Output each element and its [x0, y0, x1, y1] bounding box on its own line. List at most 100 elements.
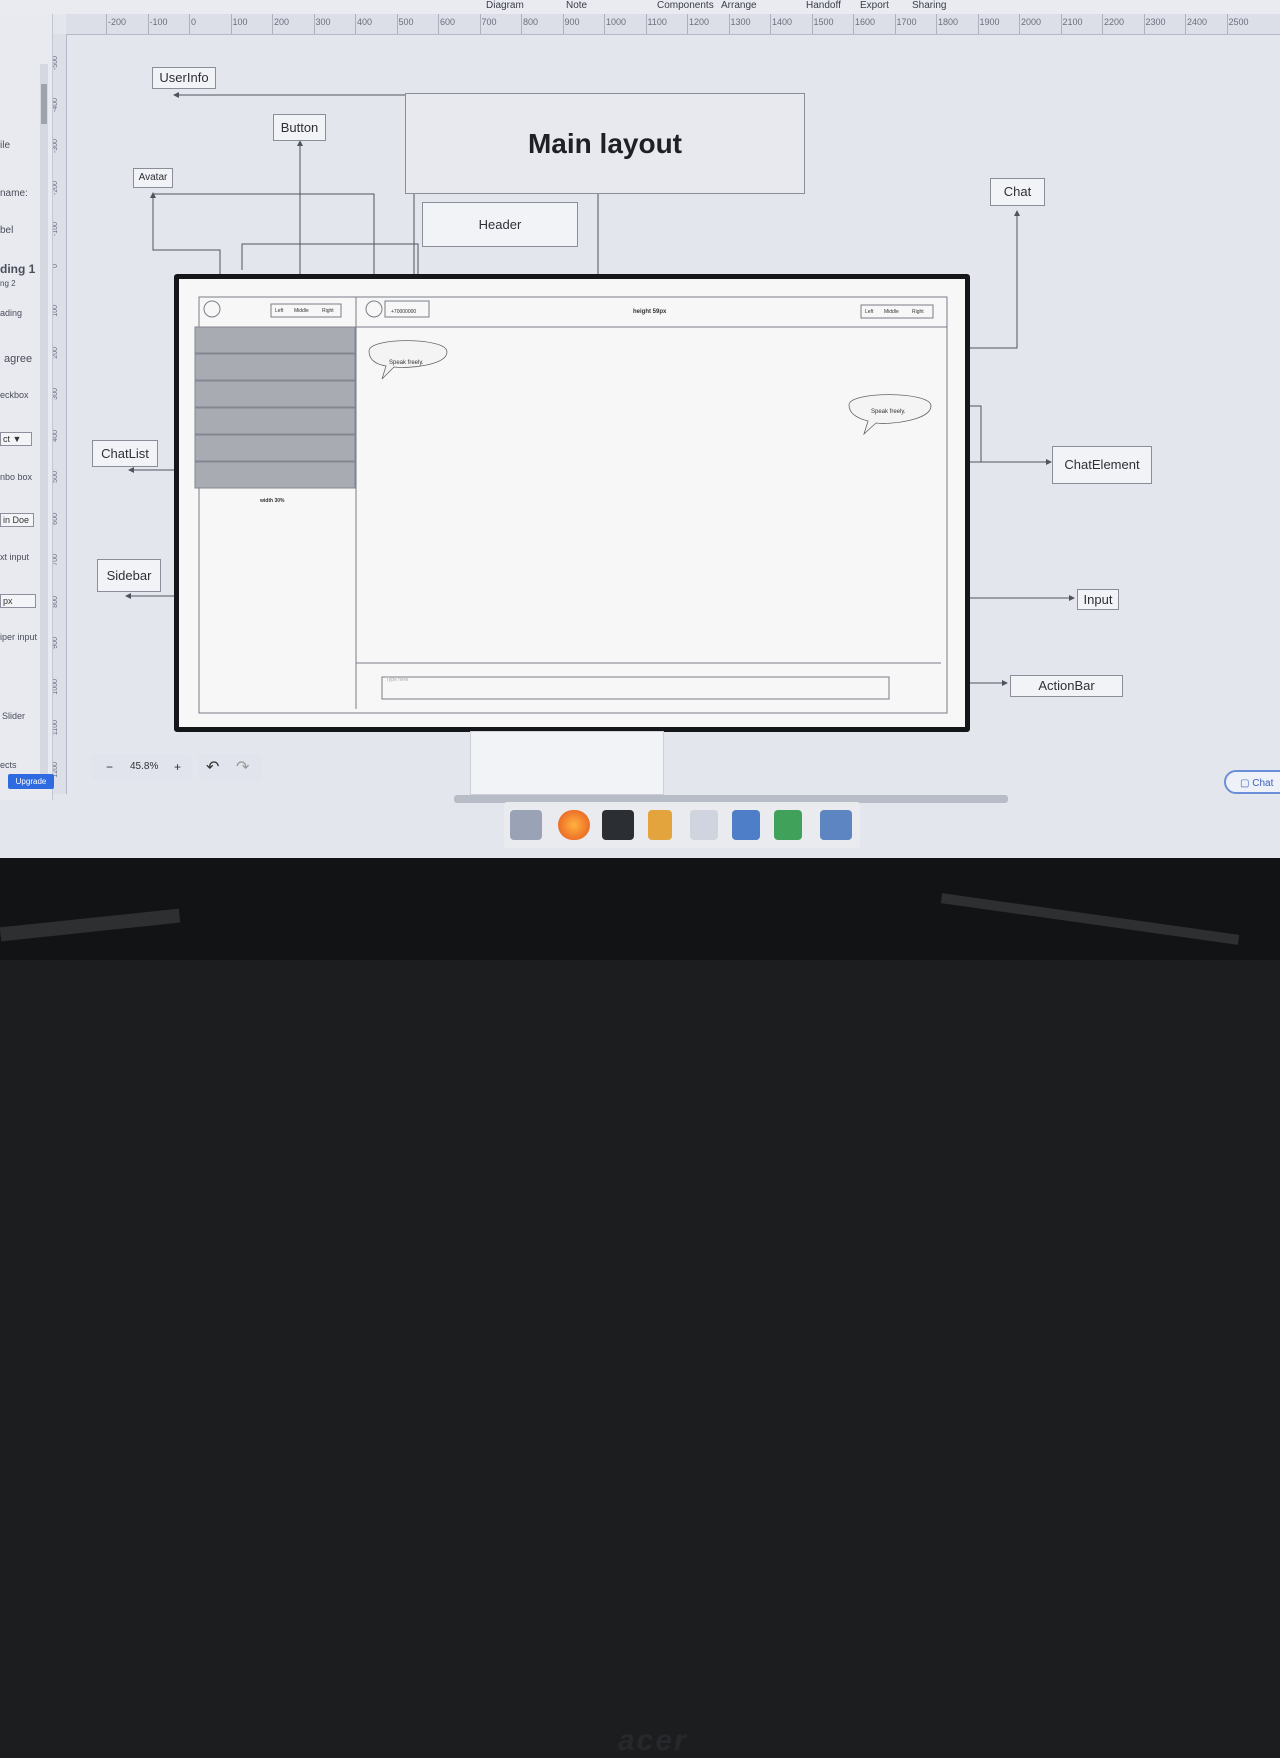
- stepper-label: px: [3, 596, 13, 606]
- input-node[interactable]: Input: [1077, 589, 1119, 610]
- panel-item[interactable]: xt input: [0, 552, 30, 562]
- dock-taskbar: [504, 802, 860, 848]
- redo-icon[interactable]: ↷: [236, 759, 250, 776]
- ruler-tick: [438, 14, 439, 34]
- bubble-text-2: Speak freely.: [871, 409, 906, 415]
- right-segment-right[interactable]: Right: [912, 309, 924, 315]
- chat-node[interactable]: Chat: [990, 178, 1045, 206]
- panel-item[interactable]: name:: [0, 188, 28, 199]
- ruler-tick: [977, 14, 979, 34]
- avatar-node[interactable]: Avatar: [133, 168, 173, 188]
- ruler-tick: [479, 14, 481, 34]
- zoom-level[interactable]: 45.8%: [130, 761, 159, 772]
- image-viewer-icon[interactable]: [690, 810, 718, 840]
- ruler-label: 400: [357, 17, 373, 27]
- button-node[interactable]: Button: [273, 114, 326, 141]
- archive-icon[interactable]: [648, 810, 672, 840]
- horizontal-scrollbar[interactable]: [454, 795, 1008, 803]
- bubble-text-1: Speak freely.: [389, 360, 424, 366]
- brand-logo: acer: [618, 1724, 688, 1757]
- ruler-tick: [521, 14, 522, 34]
- ruler-tick: [396, 14, 398, 34]
- chatelement-node[interactable]: ChatElement: [1052, 446, 1152, 484]
- panel-item[interactable]: ading: [0, 308, 23, 318]
- ruler-label: 1700: [896, 17, 917, 27]
- main-layout-box[interactable]: Main layout: [405, 93, 805, 194]
- panel-scrollbar[interactable]: [40, 64, 48, 784]
- cable: [940, 893, 1240, 945]
- panel-item[interactable]: ding 1: [0, 262, 36, 276]
- ruler-tick: [272, 14, 273, 34]
- chat-button[interactable]: ▢ Chat: [1224, 770, 1280, 794]
- header-node[interactable]: Header: [422, 202, 578, 247]
- ruler-tick: [728, 14, 730, 34]
- panel-item[interactable]: agree: [4, 353, 33, 365]
- zoom-out-button[interactable]: −: [106, 760, 114, 774]
- ruler-label: 1900: [979, 17, 1000, 27]
- zoom-in-button[interactable]: +: [174, 760, 182, 774]
- panel-item[interactable]: ng 2: [0, 279, 16, 288]
- document-icon[interactable]: [732, 810, 760, 840]
- ruler-tick: [604, 14, 605, 34]
- select-label: ct: [3, 434, 11, 444]
- wireframe-input-placeholder[interactable]: Type here: [386, 677, 409, 683]
- right-segment-left[interactable]: Left: [865, 309, 874, 315]
- left-segment-right[interactable]: Right: [322, 308, 334, 314]
- ruler-label: 600: [440, 17, 456, 27]
- ruler-tick: [189, 14, 190, 34]
- header-height-note: height 59px: [633, 309, 667, 315]
- ruler-label: 1500: [813, 17, 834, 27]
- panel-input-sample[interactable]: in Doe: [0, 513, 34, 527]
- wireframe-frame[interactable]: Left Middle Right +70000000 height 59px …: [174, 274, 970, 732]
- menu-export[interactable]: Export: [860, 0, 889, 11]
- actionbar-node[interactable]: ActionBar: [1010, 675, 1123, 697]
- left-segment-middle[interactable]: Middle: [294, 308, 309, 314]
- panel-item[interactable]: eckbox: [0, 390, 29, 400]
- phone-field[interactable]: +70000000: [391, 309, 417, 315]
- ruler-tick: [936, 14, 937, 34]
- ruler-tick: [811, 14, 813, 34]
- chatlist-node[interactable]: ChatList: [92, 440, 158, 467]
- terminal-icon[interactable]: [602, 810, 634, 840]
- menu-sharing[interactable]: Sharing: [912, 0, 947, 11]
- ruler-tick: [355, 14, 356, 34]
- panel-item[interactable]: ects: [0, 760, 17, 770]
- left-segment-left[interactable]: Left: [275, 308, 284, 314]
- menu-diagram[interactable]: Diagram: [486, 0, 524, 11]
- menu-arrange[interactable]: Arrange: [721, 0, 757, 11]
- ruler-tick: [106, 14, 107, 34]
- ruler-label: 1200: [689, 17, 710, 27]
- panel-select[interactable]: ct ▼: [0, 432, 32, 446]
- chat-icon: ▢: [1240, 778, 1250, 789]
- firefox-icon[interactable]: [558, 810, 590, 840]
- monitor-screen: Diagram Note Components Arrange Handoff …: [0, 0, 1280, 858]
- ruler-label: 1300: [730, 17, 751, 27]
- panel-item[interactable]: iper input: [0, 632, 38, 642]
- menu-components[interactable]: Components: [657, 0, 714, 11]
- right-segment-middle[interactable]: Middle: [884, 309, 899, 315]
- undo-icon[interactable]: ↶: [206, 759, 220, 776]
- menu-note[interactable]: Note: [566, 0, 588, 11]
- ruler-label: 1000: [606, 17, 627, 27]
- upgrade-button[interactable]: Upgrade: [8, 774, 54, 789]
- ruler-label: 800: [523, 17, 539, 27]
- menu-handoff[interactable]: Handoff: [806, 0, 841, 11]
- ruler-tick: [562, 14, 564, 34]
- wireframe-drawing: [194, 296, 948, 714]
- panel-item[interactable]: bel: [0, 225, 14, 236]
- spreadsheet-icon[interactable]: [774, 810, 802, 840]
- panel-item[interactable]: nbo box: [0, 472, 33, 482]
- chat-button-label: Chat: [1252, 778, 1274, 789]
- ruler-tick: [687, 14, 688, 34]
- panel-item[interactable]: ile: [0, 140, 11, 151]
- sidebar-node[interactable]: Sidebar: [97, 559, 161, 592]
- desktop-icon[interactable]: [510, 810, 542, 840]
- zoom-controls: − 45.8% +: [92, 754, 192, 780]
- userinfo-node[interactable]: UserInfo: [152, 67, 216, 89]
- canvas-page-below: [470, 731, 664, 795]
- folder-icon[interactable]: [820, 810, 852, 840]
- sidebar-width-note: width 30%: [260, 498, 285, 504]
- panel-item[interactable]: Slider: [2, 711, 26, 721]
- ruler-tick: [1102, 14, 1103, 34]
- panel-stepper[interactable]: px: [0, 594, 36, 608]
